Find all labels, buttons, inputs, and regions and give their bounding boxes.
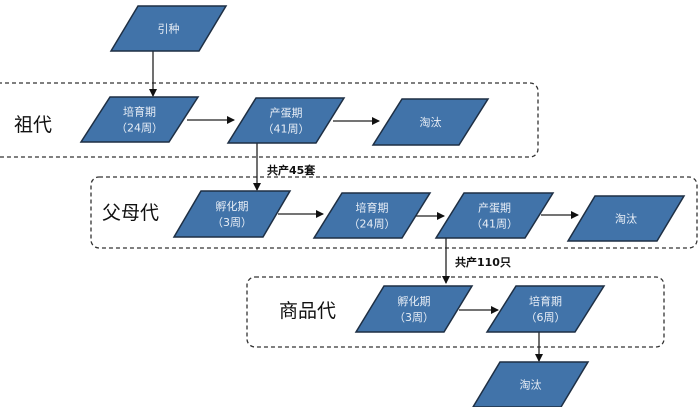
group-label-grandparent: 祖代 bbox=[14, 114, 52, 136]
node-label: 引种 bbox=[158, 22, 180, 36]
node-label: 培育期 bbox=[123, 105, 156, 119]
node-label: （41周） bbox=[471, 218, 518, 231]
node-c-rearing: 培育期 （6周） bbox=[485, 285, 606, 333]
node-label: （24周） bbox=[349, 218, 396, 231]
node-p-laying: 产蛋期 （41周） bbox=[434, 192, 555, 239]
node-c-hatch: 孵化期 （3周） bbox=[354, 285, 474, 333]
node-label: （24周） bbox=[116, 122, 163, 135]
node-p-cull: 淘汰 bbox=[566, 195, 686, 242]
parallelogram-shape bbox=[434, 192, 555, 239]
node-label: 培育期 bbox=[356, 201, 389, 215]
node-gp-rearing: 培育期 （24周） bbox=[79, 96, 200, 143]
node-label: 孵化期 bbox=[216, 199, 249, 213]
node-gp-cull: 淘汰 bbox=[371, 98, 490, 146]
edge-label-parent-to-commercial: 共产110只 bbox=[455, 255, 511, 269]
parallelogram-shape bbox=[485, 285, 606, 333]
node-p-hatch: 孵化期 （3周） bbox=[172, 190, 292, 238]
parallelogram-shape bbox=[226, 97, 346, 144]
parallelogram-shape bbox=[566, 195, 686, 242]
node-label: （6周） bbox=[526, 311, 566, 324]
node-label: （3周） bbox=[212, 216, 252, 229]
node-label: 淘汰 bbox=[420, 115, 442, 129]
parallelogram-shape bbox=[354, 285, 474, 333]
group-commercial: 商品代 bbox=[246, 276, 665, 348]
node-label: 培育期 bbox=[529, 294, 562, 308]
parallelogram-shape bbox=[109, 5, 228, 52]
node-gp-laying: 产蛋期 （41周） bbox=[226, 97, 346, 144]
parallelogram-shape bbox=[371, 98, 490, 146]
node-label: （41周） bbox=[263, 123, 310, 136]
parallelogram-shape bbox=[312, 192, 432, 239]
node-label: 产蛋期 bbox=[478, 201, 511, 215]
edges: 共产45套 共产110只 bbox=[149, 51, 579, 362]
edge-label-gp-to-parent: 共产45套 bbox=[267, 163, 316, 177]
node-label: 淘汰 bbox=[615, 212, 637, 226]
parallelogram-shape bbox=[472, 361, 590, 407]
node-label: 产蛋期 bbox=[270, 106, 303, 120]
node-intro: 引种 bbox=[109, 5, 228, 52]
parallelogram-shape bbox=[172, 190, 292, 238]
node-label: （3周） bbox=[394, 311, 434, 324]
group-parent: 父母代 bbox=[90, 176, 698, 249]
node-p-rearing: 培育期 （24周） bbox=[312, 192, 432, 239]
group-label-commercial: 商品代 bbox=[279, 300, 336, 322]
node-label: 孵化期 bbox=[398, 294, 431, 308]
parallelogram-shape bbox=[79, 96, 200, 143]
group-grandparent: 祖代 bbox=[0, 82, 539, 158]
group-label-parent: 父母代 bbox=[102, 202, 159, 224]
node-c-cull: 淘汰 bbox=[472, 361, 590, 407]
node-label: 淘汰 bbox=[520, 378, 542, 392]
